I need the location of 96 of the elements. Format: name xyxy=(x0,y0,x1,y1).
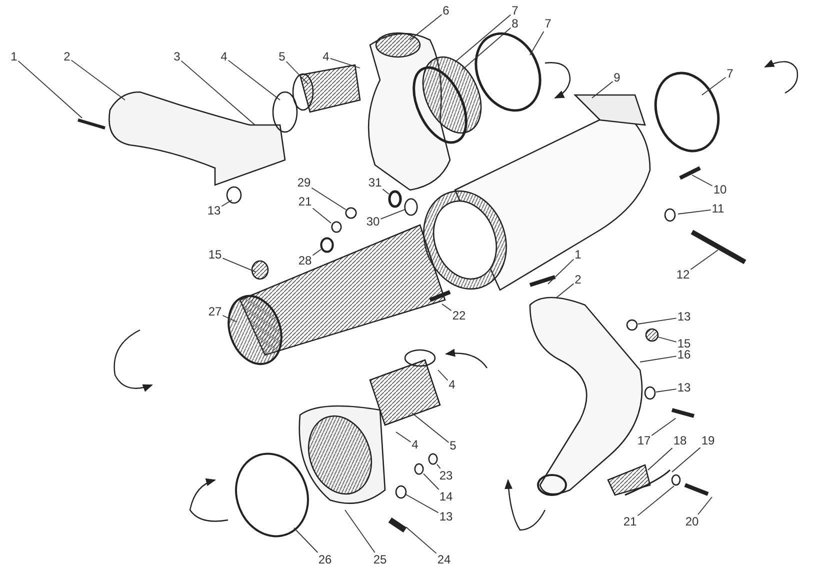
callout-number: 4 xyxy=(412,438,418,452)
leader-line xyxy=(286,61,308,84)
callout-number: 13 xyxy=(207,204,221,218)
callout-number: 4 xyxy=(322,50,330,64)
leader-line xyxy=(638,318,677,324)
leader-line xyxy=(690,250,718,270)
leader-line xyxy=(548,258,574,284)
callout-number: 7 xyxy=(726,68,734,80)
callout-number: 13 xyxy=(677,382,691,394)
leader-line xyxy=(648,448,673,470)
leader-line xyxy=(344,510,376,553)
leader-line xyxy=(311,187,346,210)
ring-part-drawing xyxy=(330,221,342,233)
ring-part-drawing xyxy=(428,453,438,465)
callout-number: 6 xyxy=(442,4,450,18)
leader-line xyxy=(454,14,512,62)
leader-line xyxy=(412,412,450,443)
leader-line xyxy=(222,258,256,272)
callout-number: 24 xyxy=(437,554,451,566)
callout-number: 5 xyxy=(278,50,286,64)
callout-number: 1 xyxy=(10,50,18,64)
callout-number: 18 xyxy=(673,434,687,448)
callout-number: 2 xyxy=(64,50,70,64)
leader-line xyxy=(640,356,677,362)
callout-number: 13 xyxy=(677,310,691,324)
callout-number: 10 xyxy=(713,184,727,196)
leader-line xyxy=(396,432,412,442)
leader-line xyxy=(656,388,677,392)
leader-line xyxy=(658,336,677,342)
leader-line xyxy=(423,473,440,490)
leader-line xyxy=(18,60,82,118)
callout-number: 27 xyxy=(208,306,222,318)
callout-number: 11 xyxy=(712,202,724,216)
callout-number: 21 xyxy=(623,516,637,528)
ring-part-drawing xyxy=(414,463,424,475)
leader-line xyxy=(462,27,512,70)
leader-line xyxy=(637,486,674,516)
ring-part-drawing xyxy=(404,198,418,216)
leader-line xyxy=(702,76,726,96)
ring-part-drawing xyxy=(320,237,334,253)
callout-number: 9 xyxy=(614,72,620,84)
ring-part-drawing xyxy=(345,207,357,219)
callout-number: 7 xyxy=(544,18,552,30)
leader-line xyxy=(312,248,322,256)
leader-line xyxy=(410,14,442,40)
leader-line xyxy=(530,31,544,56)
leader-line xyxy=(404,494,439,514)
leader-line xyxy=(228,60,280,100)
callout-number: 2 xyxy=(574,274,582,286)
callout-number: 4 xyxy=(448,378,456,392)
callout-number: 12 xyxy=(676,268,690,282)
callout-number: 26 xyxy=(318,554,332,566)
callout-number: 14 xyxy=(439,490,453,504)
callout-number: 16 xyxy=(677,348,691,362)
leader-line xyxy=(380,208,406,220)
ring-part-drawing xyxy=(388,190,402,208)
callout-number: 23 xyxy=(439,470,453,482)
callout-number: 31 xyxy=(368,176,382,190)
leader-line xyxy=(436,464,441,469)
callout-number: 15 xyxy=(208,248,222,262)
leader-line xyxy=(294,528,318,553)
bolt-drawing xyxy=(670,407,696,419)
leader-line xyxy=(70,60,126,100)
leader-line xyxy=(438,370,448,381)
leader-line xyxy=(222,315,238,322)
callout-number: 4 xyxy=(220,50,228,64)
callout-number: 1 xyxy=(574,248,582,262)
callout-number: 19 xyxy=(701,434,715,448)
callout-number: 3 xyxy=(174,50,180,64)
callout-number: 21 xyxy=(298,196,312,208)
leader-line xyxy=(672,447,701,472)
leader-line xyxy=(330,58,360,68)
callout-number: 13 xyxy=(439,510,453,524)
callout-number: 22 xyxy=(452,310,466,322)
leader-line xyxy=(312,208,332,224)
callout-number: 17 xyxy=(637,434,651,448)
leader-line xyxy=(221,200,232,207)
leader-line xyxy=(406,526,437,554)
callout-number: 29 xyxy=(297,176,311,190)
callout-number: 15 xyxy=(677,338,691,350)
leader-line xyxy=(651,418,676,436)
callout-number: 7 xyxy=(512,4,518,18)
callout-number: 28 xyxy=(298,254,312,268)
callout-number: 5 xyxy=(450,440,456,452)
leader-line xyxy=(678,209,712,214)
leader-line xyxy=(442,304,452,312)
leader-line xyxy=(382,188,390,195)
leader-line xyxy=(592,81,614,98)
leader-line xyxy=(556,283,574,298)
leader-line xyxy=(692,174,713,186)
leader-line xyxy=(698,496,712,515)
callout-number: 25 xyxy=(373,554,387,566)
callout-number: 30 xyxy=(366,216,380,228)
callout-number: 8 xyxy=(512,18,518,30)
callout-number: 20 xyxy=(685,516,699,528)
leader-line xyxy=(180,60,256,126)
